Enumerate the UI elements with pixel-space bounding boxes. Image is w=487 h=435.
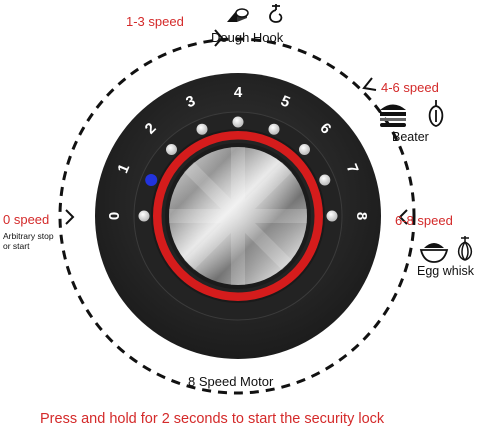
pointer-arrows [65,29,408,225]
speed-dot [299,144,310,155]
egg-whisk-label: Egg whisk [417,264,474,278]
speed-number: 8 [353,212,370,220]
beater-icon [428,100,444,127]
speed-indicator-dots [138,116,338,222]
dough-hook-label: Dough Hook [211,30,284,45]
burger-icon [380,104,406,127]
speed-dot [268,123,280,135]
speed-dot [196,123,208,135]
selected-speed-dot [145,174,158,186]
dough-hook-speed-range: 1-3 speed [126,14,184,29]
speed-range-dashed-ring [58,37,416,395]
dough-hook-icon [269,4,283,23]
security-lock-instruction: Press and hold for 2 seconds to start th… [40,411,385,427]
red-illumination-ring [152,130,324,302]
speed-number: 4 [234,84,243,101]
beater-label: Beater [392,130,429,144]
bread-loaf-icon [227,8,249,22]
speed-dot [166,144,177,155]
beater-speed-range: 4-6 speed [381,80,439,95]
zero-speed-note-line1: Arbitrary stop [3,231,54,241]
egg-whisk-speed-range: 6-8 speed [395,213,453,228]
speed-dot [319,174,331,186]
bowl-icon [419,243,449,263]
speed-control-knob[interactable] [165,143,311,289]
speed-number: 0 [106,212,123,220]
zero-speed-note-line2: or start [3,241,30,251]
speed-dot [138,210,150,222]
red-ring-outline [151,129,325,303]
speed-dot [326,210,338,222]
whisk-icon [457,236,473,261]
motor-label: 8 Speed Motor [188,374,274,389]
speed-dot [232,116,244,128]
zero-speed-label: 0 speed [3,212,50,227]
